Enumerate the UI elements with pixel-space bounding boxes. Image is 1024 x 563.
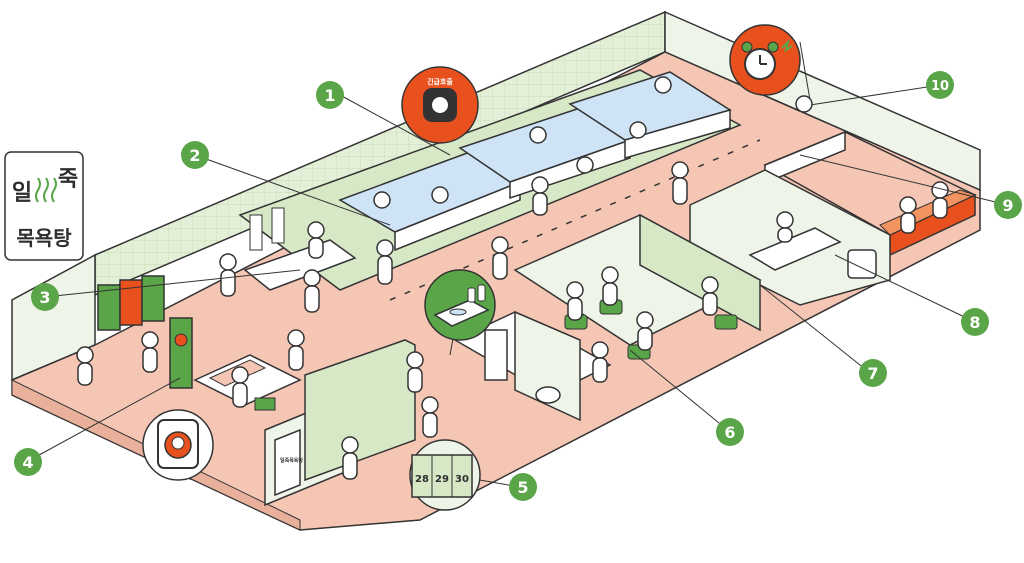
callout-badge-1: 1 [316,81,344,109]
person [373,191,391,209]
svg-text:2: 2 [189,146,200,165]
alarm-clock-icon [729,24,801,96]
callout-badge-8: 8 [961,308,989,336]
sign-char-1: 일 [12,181,32,206]
sign-char-2: 죽 [58,167,78,192]
person [491,236,509,280]
person [776,211,794,243]
toilet [535,386,561,404]
person [431,186,449,204]
front-counter [193,354,302,406]
callout-badge-4: 4 [14,448,42,476]
svg-text:6: 6 [724,423,735,442]
person [601,266,619,306]
emergency-button-text: 긴급호출 [427,77,453,86]
person [931,181,949,219]
person [566,281,584,321]
wash-room-wall [639,213,761,332]
person [636,311,654,351]
svg-text:8: 8 [969,313,980,332]
people [76,76,949,480]
svg-text:10: 10 [931,79,949,94]
svg-text:4: 4 [22,453,33,472]
mirror-2 [271,207,285,244]
person [307,221,325,259]
person [141,331,159,373]
svg-text:1: 1 [324,86,335,105]
person [701,276,719,316]
callout-badge-5: 5 [509,473,537,501]
locker-number: 30 [455,474,469,485]
kiosk-screen [174,333,188,347]
person [529,126,547,144]
door-sign-text: 일죽목욕탕 [280,457,303,464]
toilet-room-wall [514,310,581,422]
steam-icon [35,177,57,203]
svg-text:9: 9 [1002,196,1013,215]
person [531,176,549,216]
emergency-call-button-icon: 긴급호출 [401,66,479,144]
svg-text:7: 7 [867,364,878,383]
person [376,239,394,285]
bathhouse-sign: 일 죽 목욕탕 [4,151,84,261]
person [899,196,917,234]
face-id-scanner-icon [142,409,214,481]
toilet-door [484,329,508,381]
locker-number: 29 [435,474,449,485]
person [576,156,594,174]
person [76,346,94,386]
bath-tubs [338,71,732,252]
person [671,161,689,205]
mirror-1 [249,214,263,251]
shoe-basket [254,397,276,411]
person [341,436,359,480]
callout-badge-7: 7 [859,359,887,387]
towel-stack [847,249,877,279]
callout-badge-10: 10 [926,71,954,99]
callout-badge-3: 3 [31,283,59,311]
wall-clock-icon [795,95,813,113]
person [287,329,305,371]
massage-bed [748,227,842,271]
callout-badge-9: 9 [994,191,1022,219]
person [219,253,237,297]
callout-badge-2: 2 [181,141,209,169]
person [654,76,672,94]
sign-char-3: 목욕탕 [16,226,72,250]
person [231,366,249,408]
person [591,341,609,383]
svg-text:3: 3 [39,288,50,307]
lockers-left [97,275,165,331]
locker-number: 28 [415,474,429,485]
person [629,121,647,139]
sink-icon [424,269,496,341]
svg-text:5: 5 [517,478,528,497]
person [406,351,424,393]
vanity-counter [243,239,357,291]
kiosk [169,317,193,389]
person [421,396,439,438]
locker-icon: 28 29 30 [409,439,481,511]
entrance-door [274,428,301,497]
callout-badge-6: 6 [716,418,744,446]
person [303,269,321,313]
